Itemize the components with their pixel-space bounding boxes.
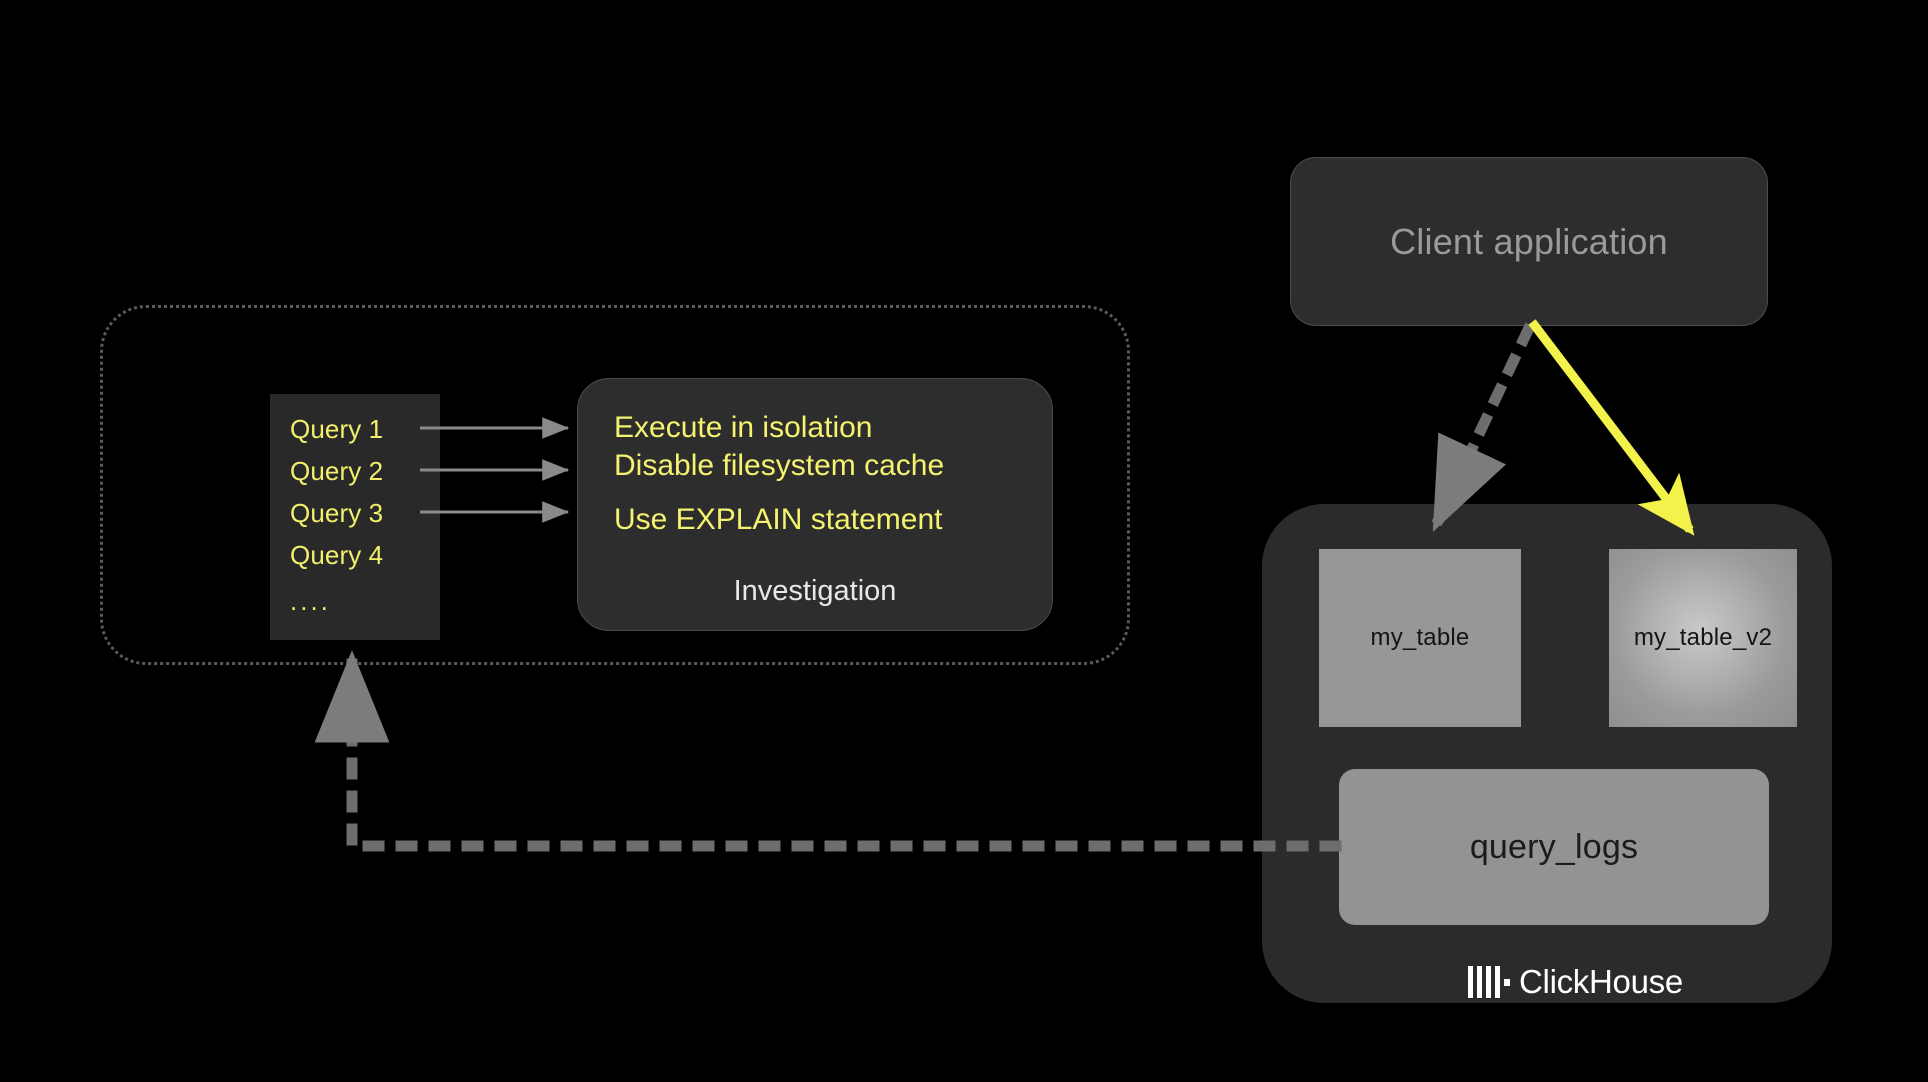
query-logs-box[interactable]: query_logs xyxy=(1339,769,1769,925)
investigation-card[interactable]: Execute in isolation Disable filesystem … xyxy=(577,378,1053,631)
clickhouse-wordmark: ClickHouse xyxy=(1519,963,1683,1000)
investigation-step-3: Use EXPLAIN statement xyxy=(614,503,943,536)
query-logs-to-queries-arrow xyxy=(314,650,1342,852)
clickhouse-bars-icon xyxy=(1468,966,1510,998)
client-application-card[interactable]: Client application xyxy=(1290,157,1768,326)
table-box-my-table-v2[interactable]: my_table_v2 xyxy=(1609,549,1797,727)
query-list-card[interactable]: Query 1 Query 2 Query 3 Query 4 .... xyxy=(270,394,440,640)
client-to-my-table-v2-arrow xyxy=(1528,319,1695,536)
investigation-card-title: Investigation xyxy=(733,575,897,607)
table-label-my-table-v2: my_table_v2 xyxy=(1633,624,1773,651)
investigation-spacer xyxy=(614,485,1016,501)
table-box-my-table[interactable]: my_table xyxy=(1319,549,1521,727)
table-label-my-table: my_table xyxy=(1370,624,1470,651)
clickhouse-logo: ClickHouse xyxy=(1468,963,1683,1001)
query-item-1[interactable]: Query 1 xyxy=(290,414,384,444)
query-item-2[interactable]: Query 2 xyxy=(290,456,384,486)
query-list-ellipsis: .... xyxy=(290,586,331,616)
investigation-step-1: Execute in isolation xyxy=(614,411,873,444)
client-to-my-table-arrow xyxy=(1429,322,1536,532)
query-item-3[interactable]: Query 3 xyxy=(290,498,384,528)
query-item-4[interactable]: Query 4 xyxy=(290,540,384,570)
query-logs-label: query_logs xyxy=(1469,827,1639,866)
client-application-label: Client application xyxy=(1390,220,1668,262)
investigation-step-2: Disable filesystem cache xyxy=(614,449,945,482)
